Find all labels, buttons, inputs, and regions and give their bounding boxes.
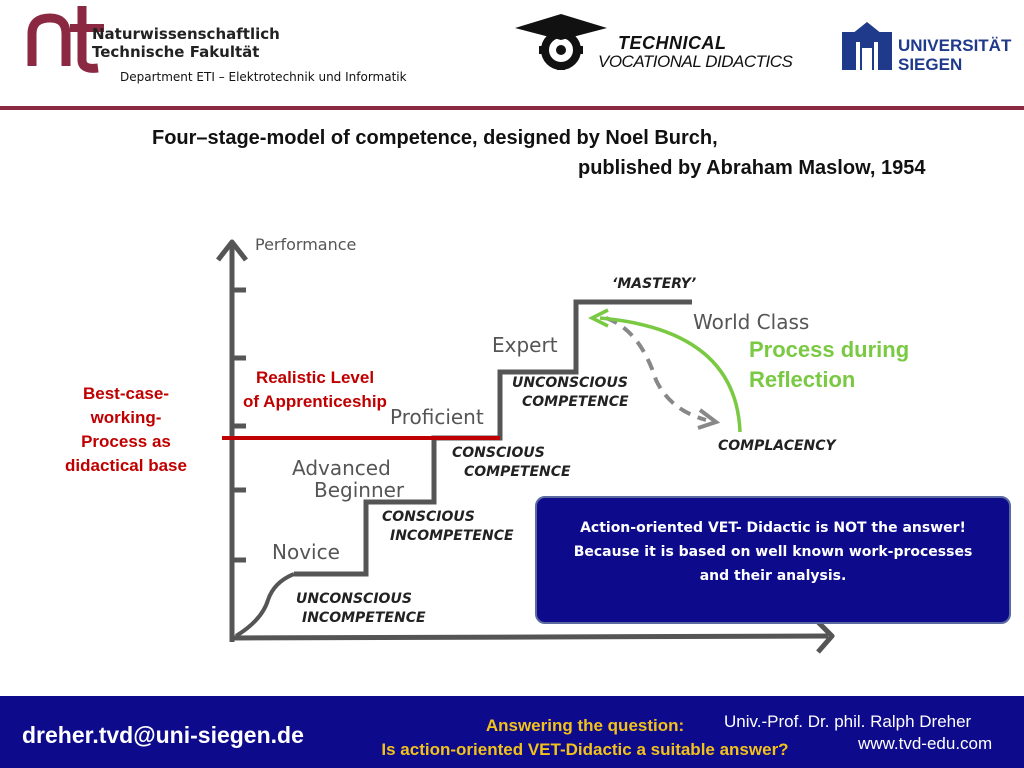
label-mastery: ‘MASTERY’: [612, 276, 697, 292]
footer-bar: [0, 696, 1024, 768]
reflection-label: Process during Reflection: [749, 337, 910, 392]
tvd-logo-line1: TECHNICAL: [618, 33, 727, 53]
level-world-class: World Class: [693, 310, 810, 334]
level-novice: Novice: [272, 540, 340, 564]
university-name: UNIVERSITÄT SIEGEN: [898, 36, 1012, 74]
tvd-gear-icon: [515, 14, 607, 70]
axis-label-performance: Performance: [255, 235, 357, 254]
novice-curve: [234, 572, 295, 638]
stage-conscious-competence: CONSCIOUS COMPETENCE: [452, 445, 571, 480]
tvd-logo-line2: VOCATIONAL DIDACTICS: [598, 52, 793, 71]
faculty-logo-icon: [27, 6, 104, 73]
level-proficient: Proficient: [390, 405, 484, 429]
stage-unconscious-competence: UNCONSCIOUS COMPETENCE: [512, 375, 629, 410]
best-case-label: Best-case- working- Process as didactica…: [65, 384, 187, 475]
label-complacency: COMPLACENCY: [718, 438, 836, 454]
complacency-curve: [605, 316, 707, 422]
department-label: Department ETI – Elektrotechnik und Info…: [120, 70, 407, 84]
y-axis-ticks: [232, 287, 246, 563]
callout-box: Action-oriented VET- Didactic is NOT the…: [535, 496, 1011, 624]
faculty-name: Naturwissenschaftlich Technische Fakultä…: [92, 25, 280, 61]
stage-unconscious-incompetence: UNCONSCIOUS INCOMPETENCE: [296, 591, 426, 626]
page-title: Four–stage-model of competence, designed…: [152, 127, 718, 149]
competence-staircase-diagram: [216, 239, 835, 654]
level-advanced-beginner: Advanced Beginner: [292, 456, 405, 502]
x-axis: [231, 633, 829, 641]
website-link[interactable]: www.tvd-edu.com: [858, 734, 993, 753]
email-link[interactable]: dreher.tvd@uni-siegen.de: [22, 722, 304, 748]
header: Naturwissenschaftlich Technische Fakultä…: [0, 0, 1024, 112]
x-axis-arrow-icon: [816, 620, 835, 654]
header-divider: [0, 106, 1024, 110]
realistic-level-label: Realistic Level of Apprenticeship: [243, 368, 387, 411]
level-expert: Expert: [492, 333, 558, 357]
y-axis-arrow-icon: [216, 239, 248, 262]
page-subtitle: published by Abraham Maslow, 1954: [578, 157, 926, 179]
complacency-arrow-icon: [697, 408, 721, 430]
footer-question: Answering the question: Is action-orient…: [381, 716, 789, 759]
stage-conscious-incompetence: CONSCIOUS INCOMPETENCE: [382, 509, 514, 544]
reflection-arrow: [599, 316, 742, 433]
professor-name: Univ.-Prof. Dr. phil. Ralph Dreher: [724, 712, 972, 731]
university-logo-icon: [842, 22, 892, 70]
reflection-arrowhead-icon: [588, 308, 609, 328]
